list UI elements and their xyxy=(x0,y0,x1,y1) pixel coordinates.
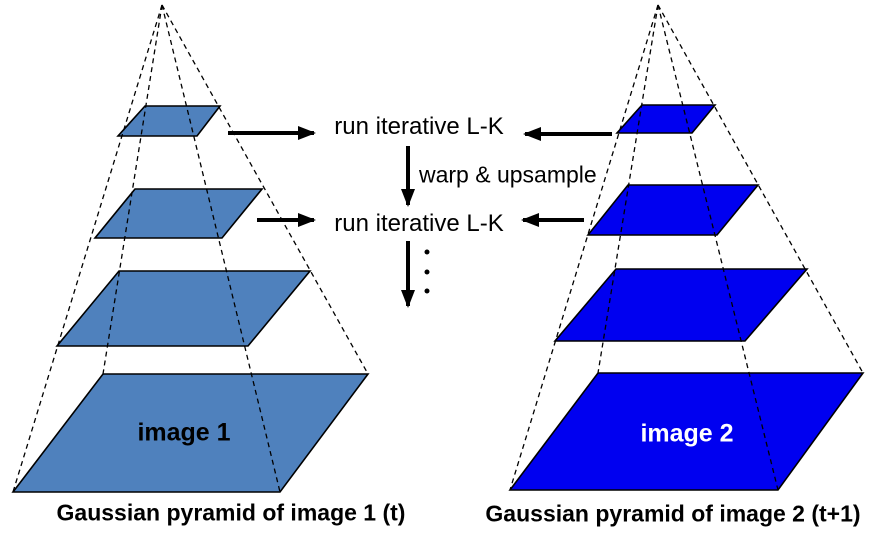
right-pyramid-caption: Gaussian pyramid of image 2 (t+1) xyxy=(485,500,861,527)
image2-level-2 xyxy=(586,184,760,236)
right-pyramid-edge-front-right xyxy=(657,4,779,491)
flow-arrows xyxy=(228,126,612,308)
image1-level-3 xyxy=(116,105,222,137)
left-pyramid-edge-front-left xyxy=(12,4,163,493)
image2-level-1 xyxy=(553,268,809,342)
right-pyramid-edge-back-left xyxy=(597,4,659,374)
image2-level-3 xyxy=(615,104,717,134)
left-pyramid-edge-back-right xyxy=(161,4,369,375)
left-pyramid-edge-front-right xyxy=(161,4,281,493)
image1-label: image 1 xyxy=(137,418,231,447)
right-pyramid-edge-front-left xyxy=(509,4,659,491)
right-pyramid xyxy=(508,4,865,491)
image1-level-2 xyxy=(93,188,264,239)
run-iterative-lk-top-label: run iterative L-K xyxy=(334,113,504,140)
image2-label: image 2 xyxy=(640,419,734,448)
image1-level-base xyxy=(11,373,370,493)
right-pyramid-edge-back-right xyxy=(657,4,864,374)
vertical-ellipsis-icon xyxy=(424,249,430,294)
image1-level-1 xyxy=(55,270,312,347)
left-pyramid xyxy=(11,4,370,493)
run-iterative-lk-bottom-label: run iterative L-K xyxy=(334,210,504,237)
left-pyramid-caption: Gaussian pyramid of image 1 (t) xyxy=(56,499,406,526)
warp-upsample-label: warp & upsample xyxy=(419,161,597,188)
